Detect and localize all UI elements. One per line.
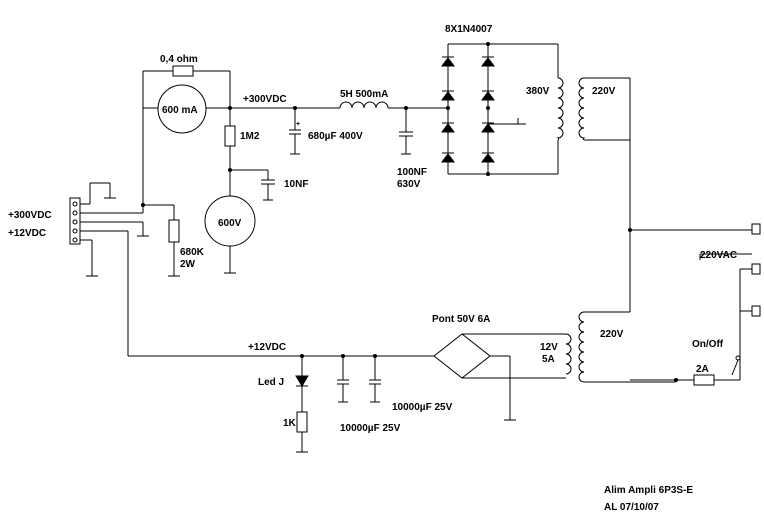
bleeder-resistor-label: 1M2: [240, 131, 260, 142]
secondary-lv-voltage-label: 12V: [540, 342, 558, 353]
ammeter-label: 600 mA: [162, 105, 198, 116]
lv-rail-label: +12VDC: [248, 342, 286, 353]
filter-capacitor-1: [337, 356, 349, 403]
snubber-cap-voltage-label: 630V: [397, 179, 421, 190]
secondary-lv-current-label: 5A: [542, 354, 555, 365]
shunt-resistor: [142, 65, 231, 108]
connector-300-label: +300VDC: [8, 210, 52, 221]
load-resistor: [143, 204, 180, 277]
bleeder-resistor: [224, 125, 236, 196]
load-resistor-power-label: 2W: [180, 259, 196, 270]
voltmeter: [204, 195, 256, 274]
shunt-resistor-label: 0,4 ohm: [160, 54, 198, 65]
cap-10nf: [230, 169, 275, 201]
secondary-hv-label: 380V: [526, 86, 550, 97]
fuse-label: 2A: [696, 364, 709, 375]
voltmeter-label: 600V: [218, 218, 242, 229]
snubber-cap-value-label: 100NF: [397, 167, 427, 178]
primary-bottom-label: 220V: [600, 329, 624, 340]
snubber-capacitor: [399, 108, 413, 155]
led-label: Led J: [258, 377, 284, 388]
reservoir-capacitor: +: [289, 108, 301, 155]
lv-bridge-rectifier: [433, 333, 566, 421]
choke-inductor: [339, 101, 448, 109]
fuse: [630, 374, 740, 386]
output-connector: [69, 182, 149, 356]
power-switch-label: On/Off: [692, 339, 724, 350]
led-resistor-label: 1K: [283, 418, 297, 429]
primary-top-label: 220V: [592, 86, 616, 97]
lv-bridge-label: Pont 50V 6A: [432, 314, 490, 325]
author-date: AL 07/10/07: [604, 502, 659, 513]
hv-diode-bridge: [441, 42, 559, 176]
filter-cap-1-label: 10000µF 25V: [340, 423, 401, 434]
cap-10nf-label: 10NF: [284, 179, 308, 190]
power-switch: [731, 305, 761, 376]
hv-transformer: [556, 77, 630, 141]
schematic-title: Alim Ampli 6P3S-E: [604, 485, 693, 496]
hv-rail-label: +300VDC: [243, 94, 287, 105]
load-resistor-value-label: 680K: [180, 247, 205, 258]
ammeter: [143, 84, 230, 134]
filter-cap-2-label: 10000µF 25V: [392, 402, 453, 413]
lv-transformer: [565, 311, 676, 383]
svg-text:+: +: [296, 121, 300, 128]
choke-label: 5H 500mA: [340, 89, 388, 100]
mains-in-label: 220VAC: [700, 250, 737, 261]
bridge-diodes-label: 8X1N4007: [445, 24, 493, 35]
led-indicator: [295, 356, 309, 453]
connector-12-label: +12VDC: [8, 228, 46, 239]
filter-capacitor-2: [369, 356, 381, 403]
reservoir-cap-label: 680µF 400V: [308, 131, 363, 142]
